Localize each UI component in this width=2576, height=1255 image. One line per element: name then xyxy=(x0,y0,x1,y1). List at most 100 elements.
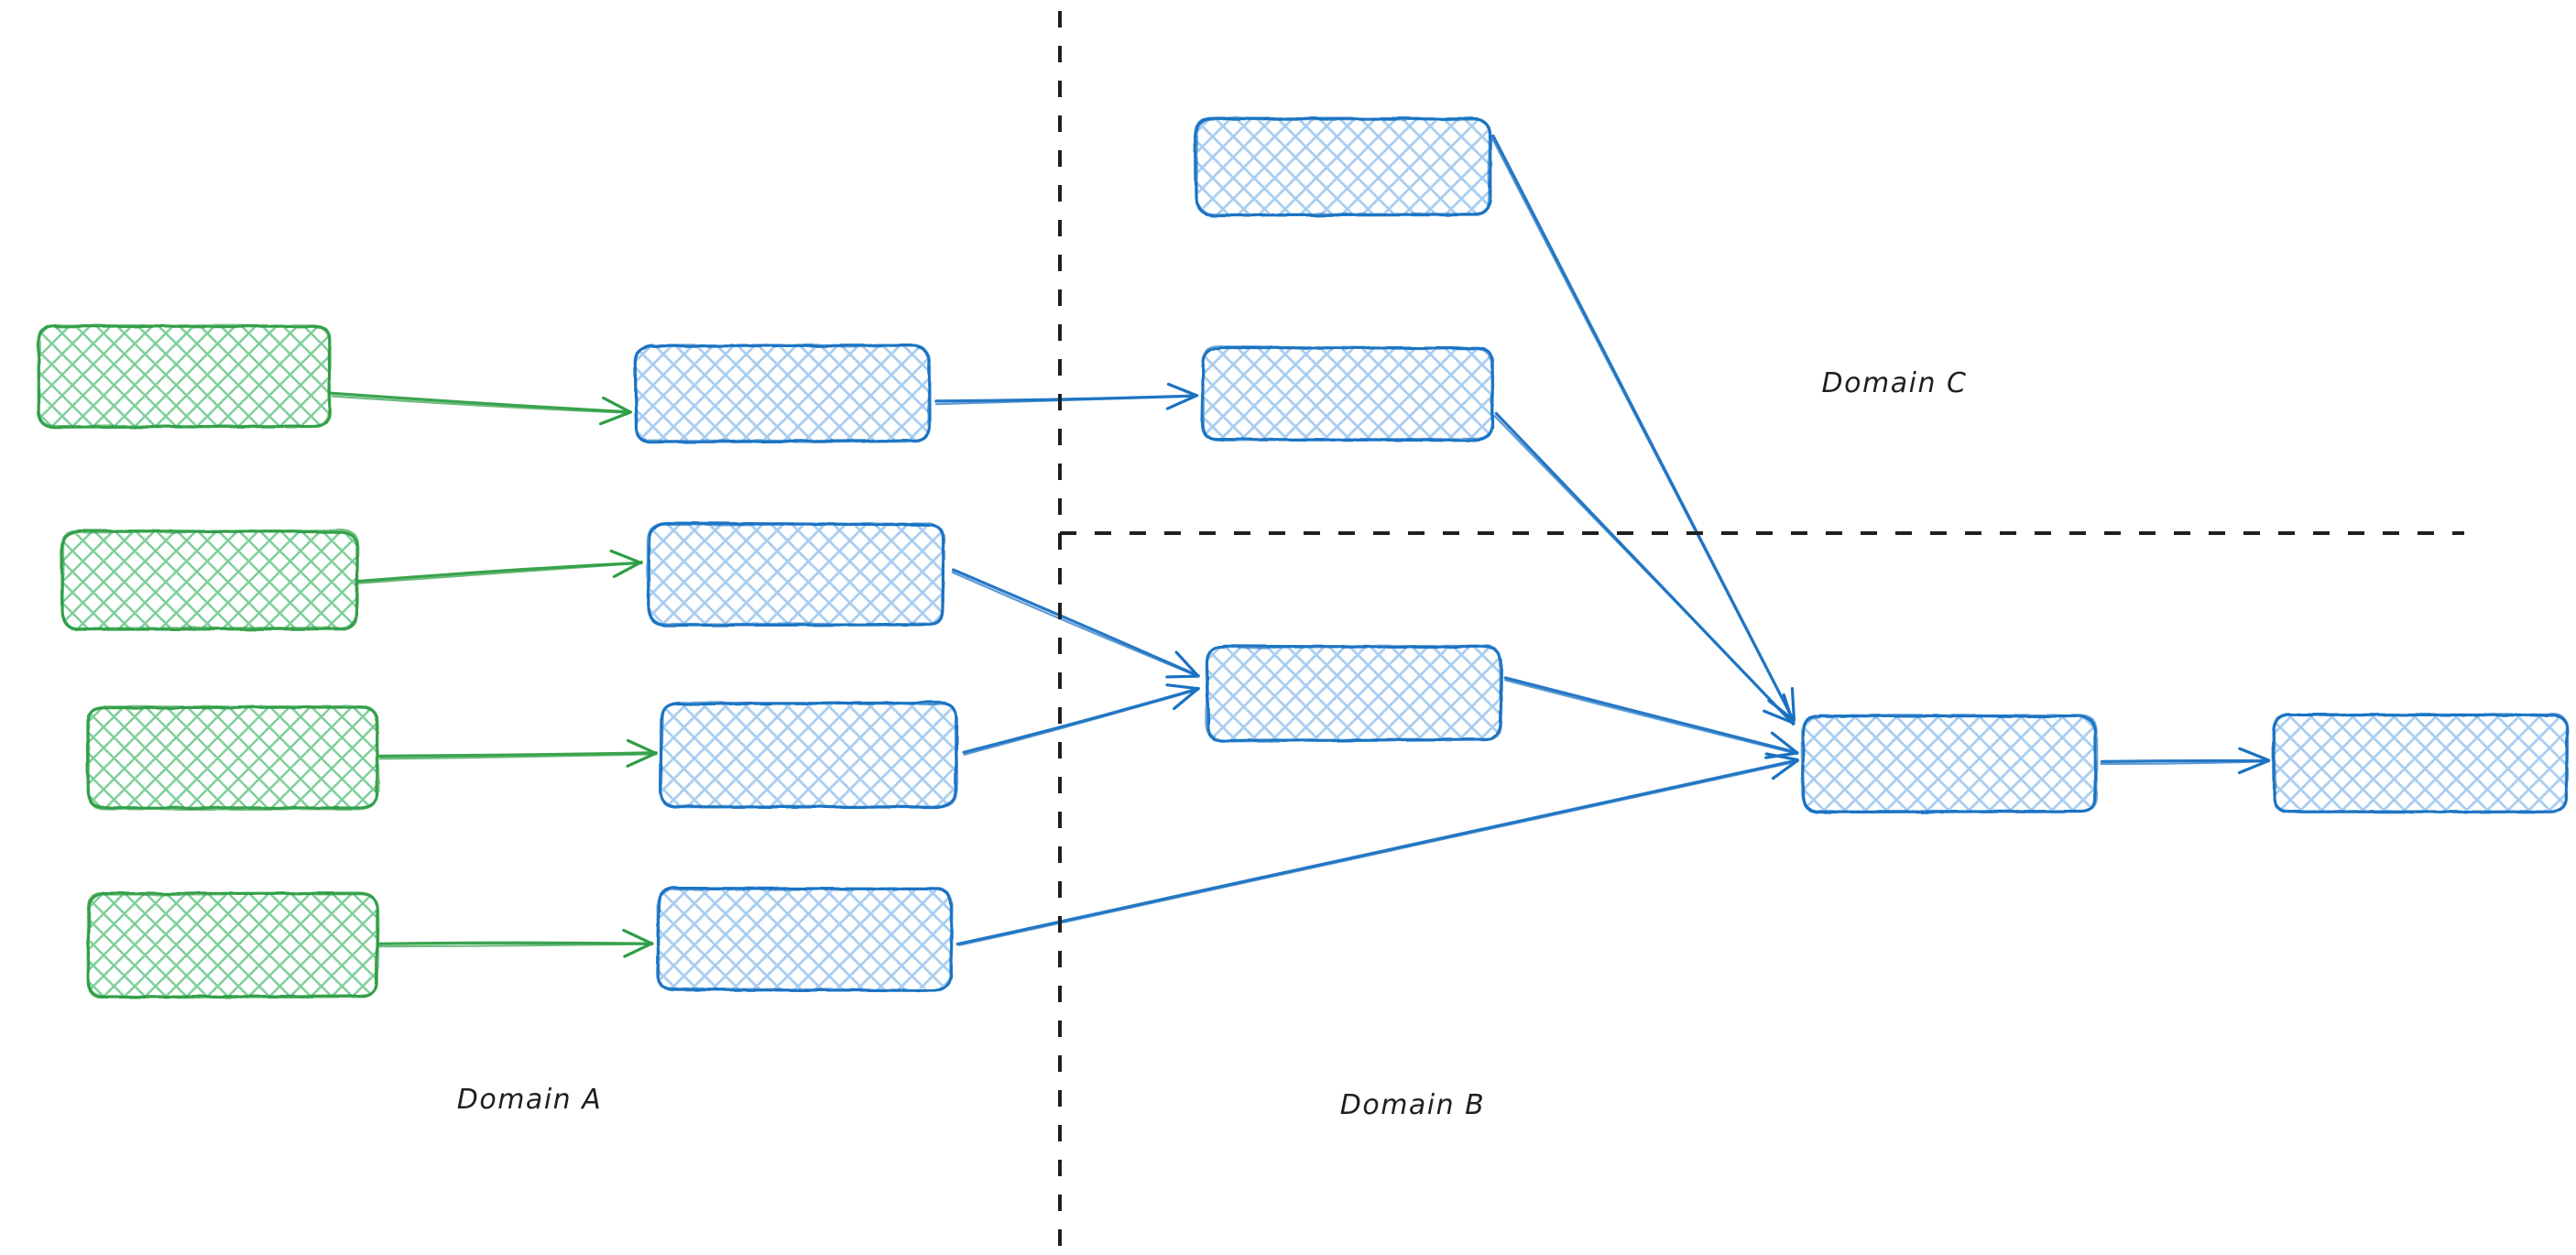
edge-edge-d1-d2[interactable] xyxy=(2100,747,2271,775)
arrow-head xyxy=(1165,683,1200,691)
node-fill xyxy=(1206,646,1501,741)
node-fill xyxy=(87,893,378,998)
arrow-head xyxy=(2237,758,2271,775)
edge-line xyxy=(378,943,654,948)
arrow-head xyxy=(1165,394,1199,410)
arrow-head xyxy=(1770,731,1799,755)
domain-c-label: Domain C xyxy=(1822,367,1968,399)
node-outline xyxy=(633,344,932,443)
node-fill xyxy=(1802,715,2096,812)
arrow-head xyxy=(1763,709,1796,726)
labels-layer: Domain A Domain B Domain C xyxy=(457,367,1968,1121)
node-a-node-3[interactable] xyxy=(86,704,380,811)
node-outline xyxy=(1801,714,2099,813)
node-fill xyxy=(648,523,944,626)
edge-line xyxy=(378,753,658,760)
edge-line xyxy=(2100,760,2270,766)
node-fill xyxy=(2274,715,2568,813)
node-fill xyxy=(1203,347,1492,441)
arrow-head xyxy=(602,396,632,414)
arrow-head xyxy=(609,549,643,565)
node-fill xyxy=(61,530,358,629)
edge-edge-c3-d1[interactable] xyxy=(1503,676,1799,759)
node-fill xyxy=(1196,119,1490,215)
edge-line xyxy=(2100,758,2270,763)
arrow-head xyxy=(598,410,632,426)
arrow-head xyxy=(626,738,658,755)
node-b-node-3[interactable] xyxy=(659,701,959,809)
arrow-head xyxy=(623,942,654,958)
edge-edge-a4-b4[interactable] xyxy=(377,928,654,958)
edge-line xyxy=(1493,415,1795,726)
edge-line xyxy=(963,688,1200,756)
edge-line xyxy=(1490,135,1795,722)
arrow-head xyxy=(626,751,659,768)
arrow-head xyxy=(622,928,654,945)
edge-line xyxy=(1503,676,1799,755)
edge-edge-b1-c2[interactable] xyxy=(934,382,1199,410)
edge-edge-c1-d1[interactable] xyxy=(1490,134,1796,722)
node-outline xyxy=(2273,712,2570,814)
node-outline xyxy=(646,522,945,627)
node-c-node-2[interactable] xyxy=(1200,345,1495,442)
edge-line xyxy=(955,758,1799,946)
domain-b-label: Domain B xyxy=(1340,1089,1486,1121)
edges-layer xyxy=(329,134,2271,958)
node-a-node-4[interactable] xyxy=(86,891,380,999)
node-fill xyxy=(660,703,957,807)
edge-line xyxy=(331,395,631,414)
node-fill xyxy=(636,345,930,442)
node-a-node-2[interactable] xyxy=(60,529,359,631)
arrow-head xyxy=(1790,686,1796,722)
edge-line xyxy=(377,751,658,758)
edge-edge-a1-b1[interactable] xyxy=(329,391,633,426)
edge-edge-c2-d1[interactable] xyxy=(1493,411,1796,726)
node-outline xyxy=(86,891,380,999)
edge-line xyxy=(962,687,1200,754)
node-outline xyxy=(656,887,954,992)
arrow-head xyxy=(2238,747,2270,762)
node-c-node-3[interactable] xyxy=(1205,644,1503,743)
node-c-node-1[interactable] xyxy=(1194,116,1492,217)
nodes-layer xyxy=(37,116,2570,999)
node-d-node-1[interactable] xyxy=(1801,714,2099,814)
arrow-head xyxy=(1782,693,1796,726)
edge-edge-a3-b3[interactable] xyxy=(377,738,659,768)
arrow-head xyxy=(1166,382,1198,398)
arrow-head xyxy=(1165,674,1200,679)
edge-line xyxy=(935,395,1198,406)
edge-edge-b4-d1[interactable] xyxy=(955,752,1799,946)
node-outline xyxy=(86,704,380,811)
node-outline xyxy=(1201,345,1495,442)
node-b-node-4[interactable] xyxy=(656,886,954,992)
node-outline xyxy=(1205,644,1503,743)
arrow-head xyxy=(1764,751,1799,759)
arrow-head xyxy=(612,560,643,579)
edge-edge-b3-c3[interactable] xyxy=(962,683,1200,756)
node-b-node-2[interactable] xyxy=(646,521,945,628)
arrow-head xyxy=(1771,758,1799,780)
node-fill xyxy=(87,706,378,808)
edge-edge-a2-b2[interactable] xyxy=(357,549,643,584)
edge-line xyxy=(958,760,1799,946)
node-outline xyxy=(37,323,332,429)
edge-line xyxy=(951,571,1199,678)
domain-a-label: Domain A xyxy=(457,1084,602,1116)
node-outline xyxy=(60,529,359,630)
arrow-head xyxy=(1174,650,1200,678)
node-d-node-2[interactable] xyxy=(2272,712,2570,814)
arrow-head xyxy=(1173,686,1200,711)
node-fill xyxy=(38,325,331,427)
node-b-node-1[interactable] xyxy=(633,344,932,444)
edge-line xyxy=(952,568,1200,678)
edge-line xyxy=(1504,679,1798,755)
arrow-head xyxy=(1764,752,1799,762)
dividers-layer xyxy=(1058,11,2464,1246)
edge-line xyxy=(377,941,654,945)
edge-edge-b2-c3[interactable] xyxy=(951,568,1200,679)
node-outline xyxy=(1195,116,1491,217)
edge-line xyxy=(357,562,642,584)
node-a-node-1[interactable] xyxy=(37,323,332,430)
